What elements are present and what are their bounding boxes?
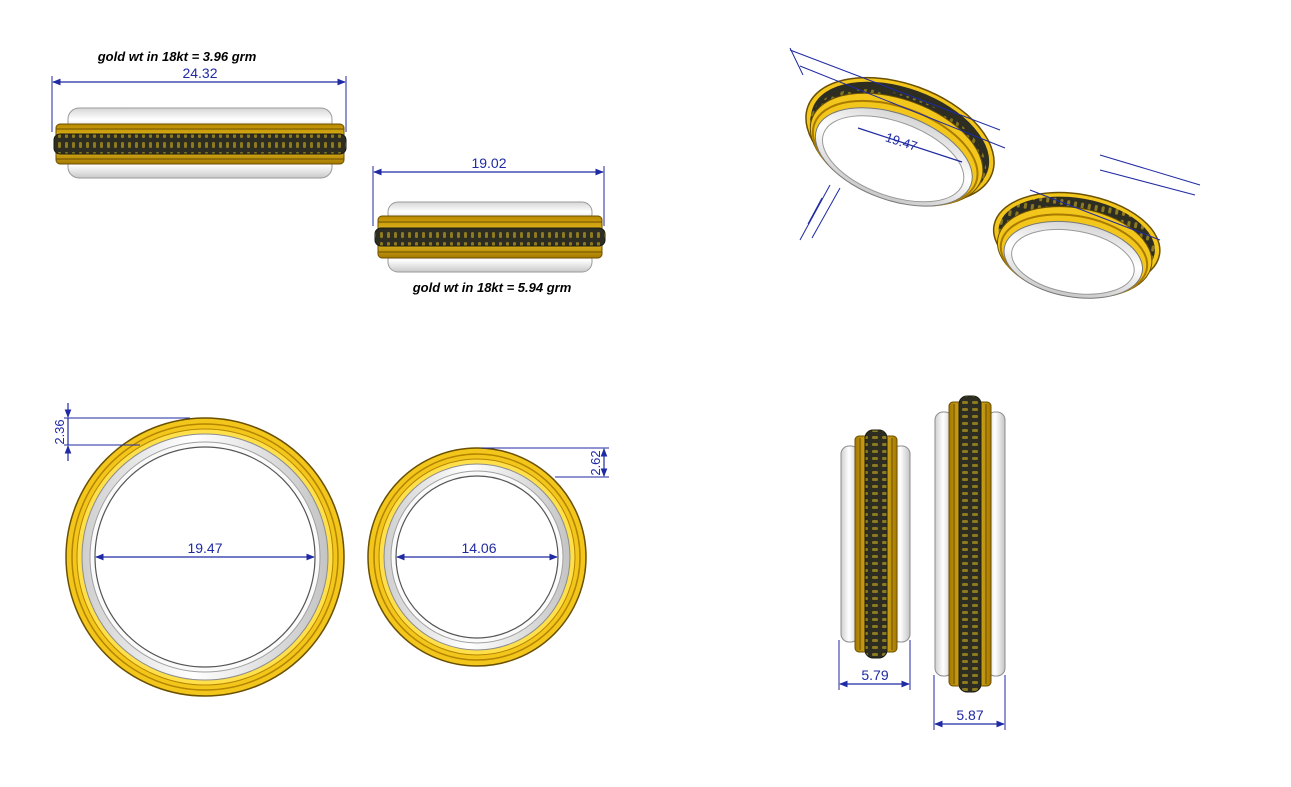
side-large-width-label: 5.87 <box>956 707 983 723</box>
small-thickness-dimension: 2.62 <box>482 447 609 478</box>
large-inner-diameter-label: 19.47 <box>187 540 222 556</box>
side-view-small-ring <box>840 429 911 659</box>
front-small-width-dimension: 19.02 <box>372 155 605 226</box>
front-view-large-ring <box>53 107 347 179</box>
weight-note-ring-2: gold wt in 18kt = 5.94 grm <box>412 280 572 295</box>
side-large-width-dimension: 5.87 <box>933 675 1006 730</box>
small-thickness-label: 2.62 <box>588 450 603 475</box>
small-inner-diameter-dimension: 14.06 <box>396 540 558 561</box>
front-view-small-ring <box>374 201 606 273</box>
isometric-view-small-ring <box>992 191 1161 299</box>
side-small-width-dimension: 5.79 <box>838 640 911 690</box>
large-thickness-label: 2.36 <box>52 419 67 444</box>
large-thickness-dimension: 2.36 <box>52 403 190 461</box>
front-large-width-label: 24.32 <box>182 65 217 81</box>
front-large-width-dimension: 24.32 <box>51 65 347 132</box>
front-small-width-label: 19.02 <box>471 155 506 171</box>
large-inner-diameter-dimension: 19.47 <box>95 540 315 561</box>
side-view-large-ring <box>934 395 1006 693</box>
side-small-width-label: 5.79 <box>861 667 888 683</box>
weight-note-ring-1: gold wt in 18kt = 3.96 grm <box>97 49 257 64</box>
small-inner-diameter-label: 14.06 <box>461 540 496 556</box>
isometric-view-large-ring <box>805 76 995 207</box>
